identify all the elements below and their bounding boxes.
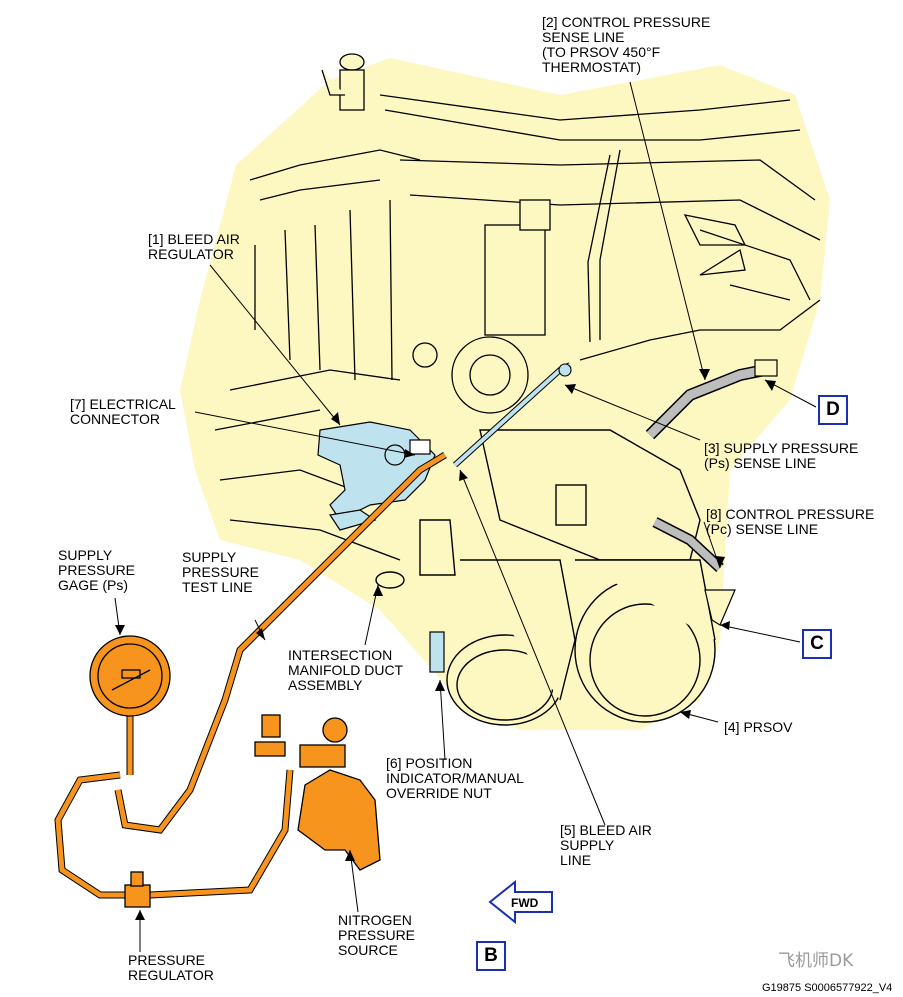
label-prsov: [4] PRSOV — [724, 719, 793, 735]
structure-lines — [214, 94, 821, 561]
label-pressure-regulator: PRESSURE REGULATOR — [128, 952, 214, 983]
view-marker-c: C — [802, 629, 832, 659]
test-line — [54, 451, 447, 899]
label-control-pressure-pc-sense-line: [8] CONTROL PRESSURE (Pc) SENSE LINE — [706, 506, 875, 537]
leader-lines — [114, 81, 817, 952]
label-electrical-connector: [7] ELECTRICAL CONNECTOR — [70, 396, 176, 427]
pc-sense-line — [652, 517, 736, 626]
control-pressure-line — [645, 359, 778, 440]
label-supply-pressure-gage: SUPPLY PRESSURE GAGE (Ps) — [58, 547, 136, 593]
view-marker-d: D — [818, 395, 848, 425]
figure-code: G19875 S0006577922_V4 — [762, 982, 893, 994]
fwd-arrow — [488, 879, 553, 925]
bleed-air-regulator-body — [317, 421, 436, 531]
fwd-label: FWD — [511, 896, 539, 910]
prsov-ducts — [375, 429, 716, 726]
arrowheads — [115, 369, 776, 920]
position-indicator-nut — [429, 631, 445, 673]
label-position-indicator: [6] POSITION INDICATOR/MANUAL OVERRIDE N… — [386, 755, 524, 801]
label-supply-pressure-test-line: SUPPLY PRESSURE TEST LINE — [182, 549, 260, 595]
pressure-regulator-part — [124, 871, 151, 908]
label-bleed-air-supply-line: [5] BLEED AIR SUPPLY LINE — [560, 822, 652, 868]
valve-body — [412, 199, 551, 414]
label-supply-pressure-sense-line: [3] SUPPLY PRESSURE (Ps) SENSE LINE — [704, 440, 859, 471]
label-bleed-air-regulator: [1] BLEED AIR REGULATOR — [148, 231, 240, 262]
label-control-pressure-sense-line: [2] CONTROL PRESSURE SENSE LINE (TO PRSO… — [542, 14, 711, 75]
pressure-gage — [89, 635, 171, 717]
view-marker-b: B — [476, 941, 506, 971]
nitrogen-bottle — [254, 714, 381, 871]
sense-lines — [452, 362, 572, 468]
label-intersection-manifold: INTERSECTION MANIFOLD DUCT ASSEMBLY — [288, 647, 404, 693]
watermark: 飞机师DK — [778, 951, 854, 971]
top-fitting — [321, 53, 365, 111]
label-nitrogen-source: NITROGEN PRESSURE SOURCE — [338, 912, 416, 958]
